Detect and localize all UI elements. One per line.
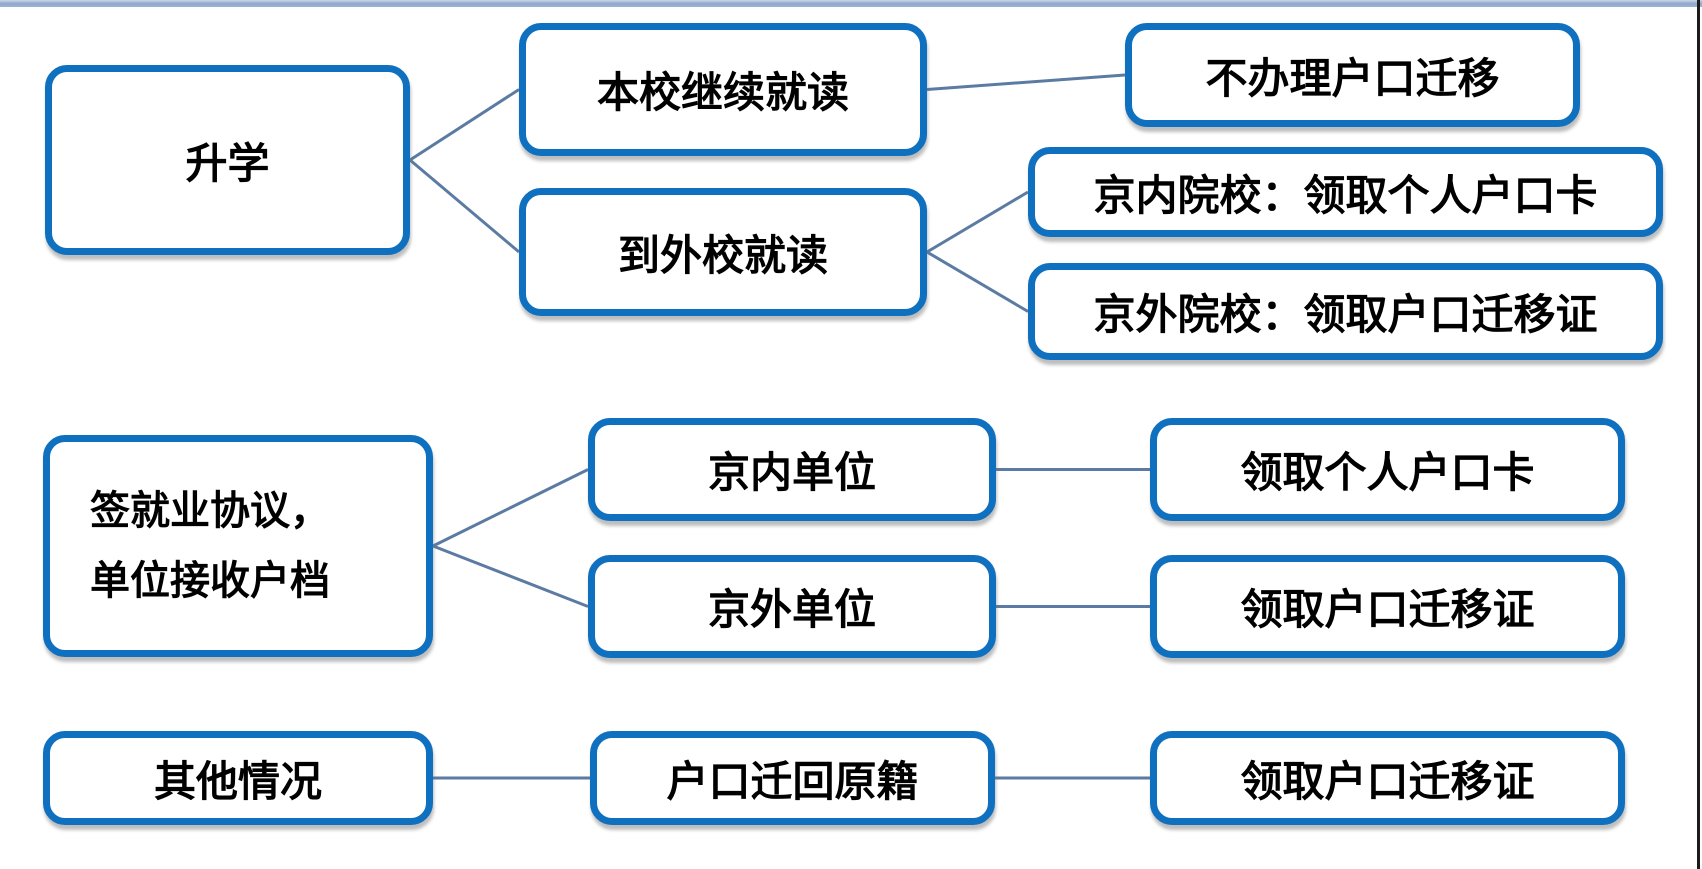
node-hukou-back-to-origin: 户口迁回原籍 — [590, 731, 995, 825]
node-get-hukou-transfer-cert: 领取户口迁移证 — [1150, 555, 1625, 658]
node-label: 京内单位 — [707, 449, 876, 496]
node-label: 其他情况 — [153, 757, 322, 805]
node-label: 领取户口迁移证 — [1240, 757, 1535, 805]
node-label: 升学 — [185, 139, 270, 187]
node-label: 户口迁回原籍 — [666, 757, 919, 805]
frame-top-line — [0, 0, 1702, 7]
connector-line-daowaixiao-jwyuanxiao — [926, 250, 1029, 313]
node-get-personal-hukou-card: 领取个人户口卡 — [1150, 418, 1625, 521]
node-label: 到外校就读 — [617, 231, 828, 279]
node-beijing-school-personal-card: 京内院校：领取个人户口卡 — [1028, 147, 1663, 237]
node-nonbeijing-employer: 京外单位 — [588, 555, 996, 658]
connector-line-benxiao-bubanli — [926, 73, 1126, 91]
node-no-hukou-transfer: 不办理户口迁移 — [1125, 23, 1580, 127]
node-label: 京外院校：领取户口迁移证 — [1093, 291, 1598, 338]
connector-line-shengxue-benxiao — [409, 88, 520, 162]
node-nonbeijing-school-transfer-cert: 京外院校：领取户口迁移证 — [1028, 263, 1663, 360]
connector-line-shengxue-daowaixiao — [409, 158, 520, 254]
connector-line-qianjiuye-jwdanwei — [432, 544, 589, 608]
node-get-hukou-transfer-cert-2: 领取户口迁移证 — [1150, 731, 1625, 825]
node-label: 领取户口迁移证 — [1240, 586, 1535, 633]
node-further-study: 升学 — [45, 65, 410, 255]
node-label: 领取个人户口卡 — [1240, 449, 1535, 496]
node-label: 签就业协议， 单位接收户档 — [90, 489, 330, 603]
frame-right-line — [1697, 0, 1700, 869]
node-label: 不办理户口迁移 — [1205, 54, 1500, 102]
node-study-other-school: 到外校就读 — [519, 188, 927, 316]
node-beijing-employer: 京内单位 — [588, 418, 996, 521]
node-label: 京内院校：领取个人户口卡 — [1093, 171, 1598, 219]
connector-line-qianjiuye-jndanwei — [432, 468, 589, 548]
node-label: 京外单位 — [707, 586, 876, 633]
node-label: 本校继续就读 — [596, 69, 849, 116]
node-continue-same-school: 本校继续就读 — [519, 23, 927, 156]
connector-line-daowaixiao-jnyuanxiao — [926, 190, 1029, 254]
node-other-situations: 其他情况 — [43, 731, 433, 825]
node-employment-agreement: 签就业协议， 单位接收户档 — [43, 435, 433, 657]
